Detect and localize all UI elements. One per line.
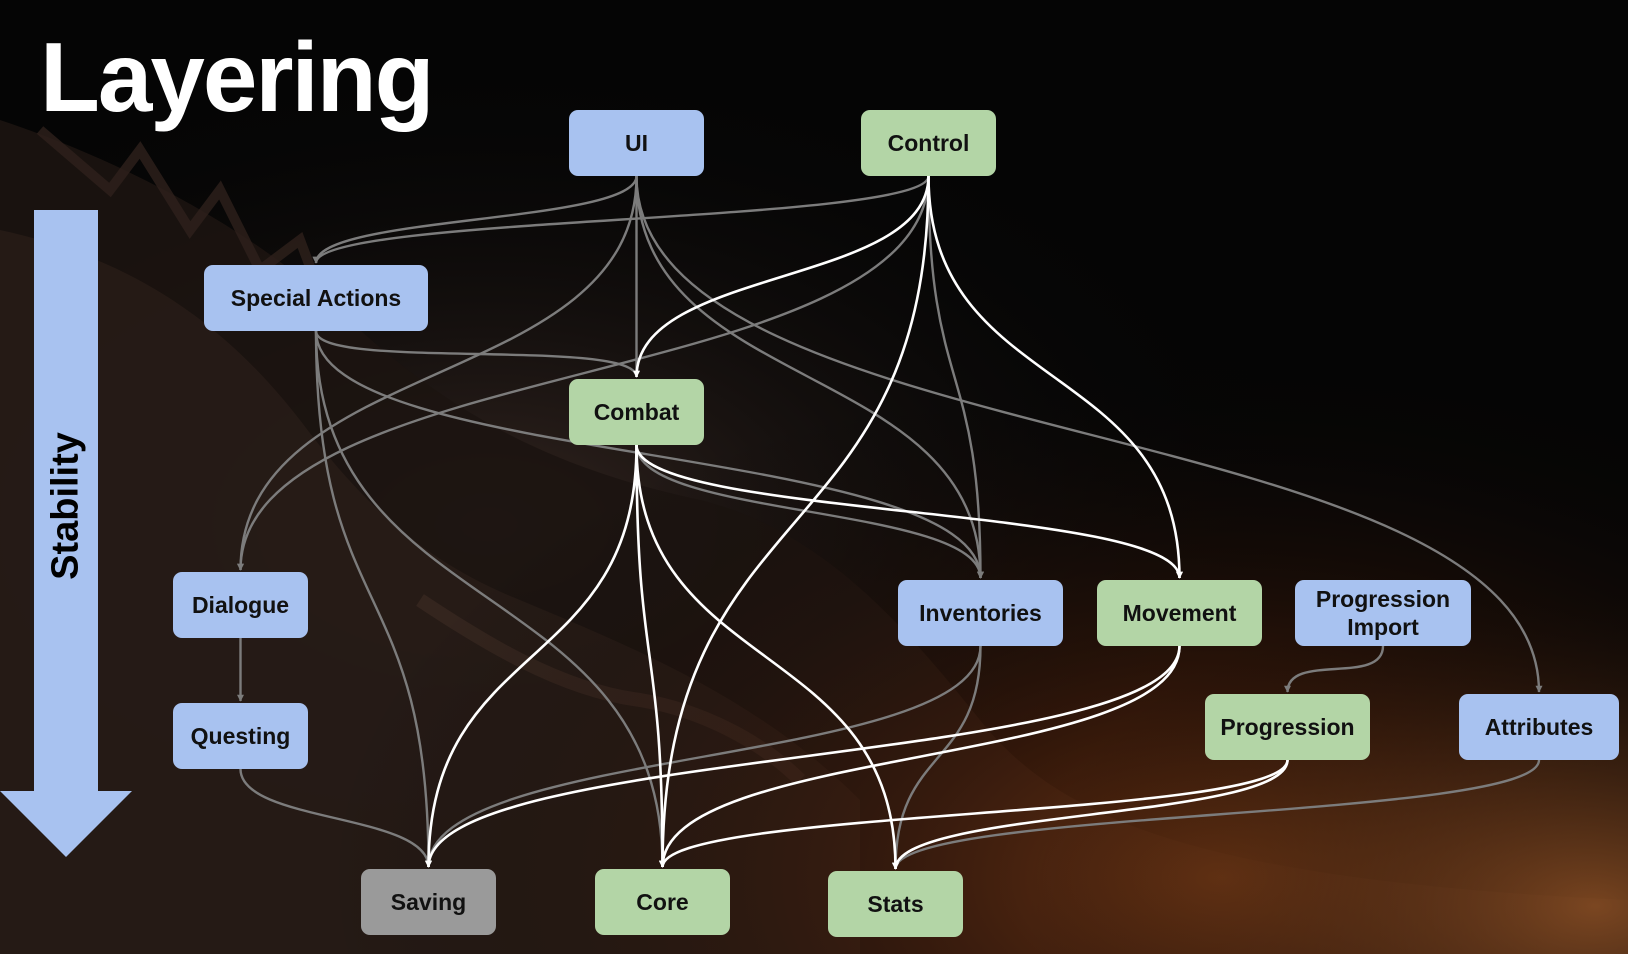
stability-arrow-head — [0, 791, 132, 857]
node-dialogue[interactable]: Dialogue — [173, 572, 308, 638]
edge-combat-to-inventories — [635, 444, 984, 579]
edge-combat-to-saving — [425, 444, 638, 868]
node-control[interactable]: Control — [861, 110, 996, 176]
edge-ui-to-inventories — [635, 175, 984, 579]
edge-questing-to-saving — [239, 768, 432, 868]
edge-control-to-special-actions — [312, 175, 930, 264]
edge-progression-import-to-progression — [1284, 645, 1385, 693]
node-movement[interactable]: Movement — [1097, 580, 1262, 646]
white-edge-layer — [425, 175, 1289, 870]
edge-control-to-inventories — [927, 175, 984, 579]
edge-combat-to-core — [635, 444, 666, 868]
node-combat[interactable]: Combat — [569, 379, 704, 445]
node-questing[interactable]: Questing — [173, 703, 308, 769]
edge-combat-to-stats — [635, 444, 899, 870]
node-core[interactable]: Core — [595, 869, 730, 935]
node-attributes[interactable]: Attributes — [1459, 694, 1619, 760]
edge-special-actions-to-combat — [314, 330, 640, 378]
edge-combat-to-movement — [635, 444, 1183, 579]
node-special-actions[interactable]: Special Actions — [204, 265, 428, 331]
edge-control-to-movement — [927, 175, 1183, 579]
edge-control-to-combat — [633, 175, 930, 378]
edge-ui-to-attributes — [635, 175, 1543, 693]
slide-title: Layering — [40, 22, 434, 132]
edge-movement-to-saving — [425, 645, 1181, 868]
edge-special-actions-to-core — [314, 330, 666, 868]
stability-arrow: Stability — [0, 210, 132, 858]
edge-special-actions-to-inventories — [314, 330, 984, 579]
node-saving[interactable]: Saving — [361, 869, 496, 935]
edge-control-to-core — [659, 175, 930, 868]
edge-attributes-to-stats — [892, 759, 1541, 870]
node-progression-import[interactable]: Progression Import — [1295, 580, 1471, 646]
gray-edge-layer — [237, 175, 1543, 870]
edge-ui-to-dialogue — [237, 175, 638, 571]
edge-ui-to-special-actions — [312, 175, 638, 264]
edge-progression-to-core — [659, 759, 1289, 868]
node-stats[interactable]: Stats — [828, 871, 963, 937]
edge-special-actions-to-saving — [314, 330, 432, 868]
node-progression[interactable]: Progression — [1205, 694, 1370, 760]
edge-control-to-dialogue — [237, 175, 930, 571]
node-ui[interactable]: UI — [569, 110, 704, 176]
node-inventories[interactable]: Inventories — [898, 580, 1063, 646]
stability-arrow-shaft — [34, 210, 98, 792]
edge-progression-to-stats — [892, 759, 1289, 870]
edge-movement-to-core — [659, 645, 1181, 868]
edge-inventories-to-stats — [892, 645, 982, 870]
stability-label: Stability — [44, 432, 87, 580]
edge-inventories-to-saving — [425, 645, 982, 868]
